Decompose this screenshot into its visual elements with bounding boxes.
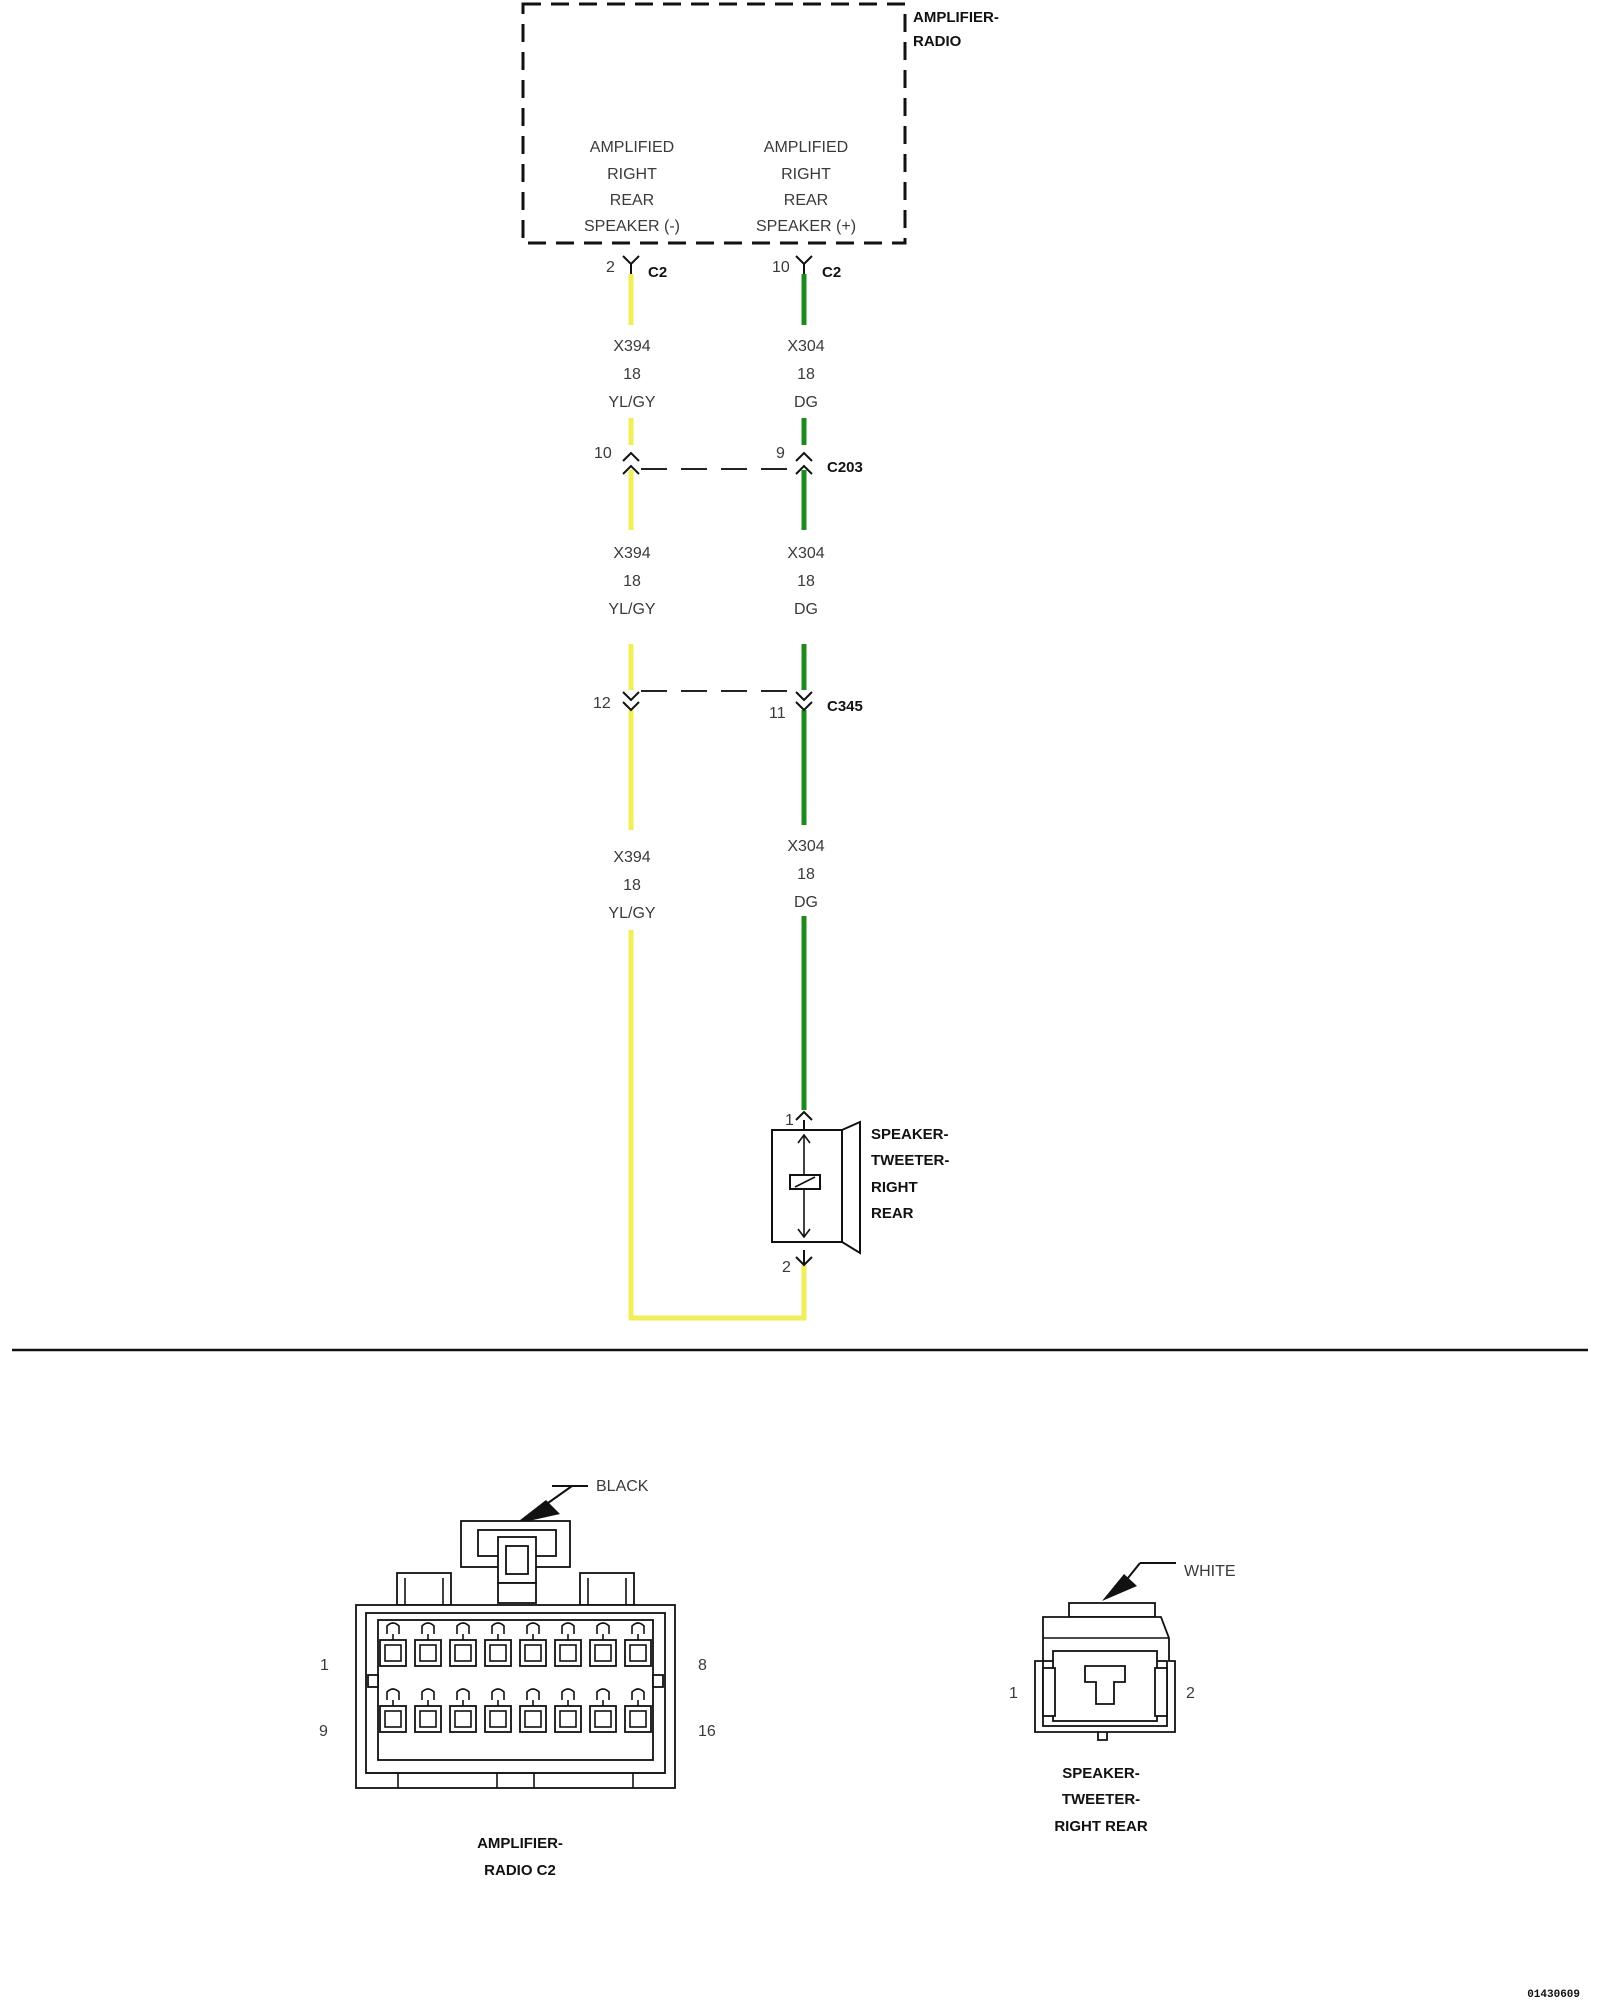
speaker-label-4: REAR: [871, 1205, 914, 1222]
c2-connector-pins: 2 C2 10 C2: [606, 255, 841, 281]
c345-pin-pos: 11: [769, 705, 786, 722]
speaker-label-3: RIGHT: [871, 1179, 918, 1196]
speaker-pin1: 1: [785, 1112, 794, 1129]
c2-cavity: [484, 1688, 512, 1733]
figure-id: 01430609: [1527, 1989, 1580, 2000]
c2-cavity: [449, 1688, 477, 1733]
wire-pos-color-1: DG: [794, 394, 818, 411]
speaker-tweeter-connector-view: WHITE 1 2 SPEAKER- TWEETER- RIGHT REAR: [1009, 1562, 1236, 1835]
c203-pin-neg: 10: [594, 445, 612, 462]
connector-amp-color: BLACK: [596, 1478, 649, 1495]
wire-neg: [628, 274, 807, 1321]
wire-pos-gauge-3: 18: [797, 866, 815, 883]
c2-label-pos: C2: [822, 264, 841, 281]
wire-labels-2: X394 18 YL/GY X304 18 DG: [608, 545, 824, 618]
c2-cavity: [589, 1622, 617, 1667]
connector-amp-pin16: 16: [698, 1723, 716, 1740]
wire-neg-gauge-1: 18: [623, 366, 641, 383]
c2-cavity: [554, 1622, 582, 1667]
c203-pin-pos: 9: [776, 445, 785, 462]
wire-pos-circuit-1: X304: [787, 338, 824, 355]
c203-label: C203: [827, 459, 863, 476]
connector-amp-label-1: AMPLIFIER-: [477, 1835, 563, 1852]
speaker-label-1: SPEAKER-: [871, 1126, 949, 1143]
amplifier-title-line1: AMPLIFIER-: [913, 9, 999, 26]
c2-cavity: [624, 1688, 652, 1733]
connector-spk-label-2: TWEETER-: [1062, 1791, 1140, 1808]
svg-text:RIGHT: RIGHT: [607, 166, 657, 183]
wire-pos-gauge-1: 18: [797, 366, 815, 383]
wire-neg-color-3: YL/GY: [608, 905, 655, 922]
connector-spk-label-3: RIGHT REAR: [1054, 1818, 1148, 1835]
svg-text:AMPLIFIED: AMPLIFIED: [590, 139, 674, 156]
amplifier-pin-neg-label: AMPLIFIED RIGHT REAR SPEAKER (-): [584, 139, 680, 235]
wire-neg-color-2: YL/GY: [608, 601, 655, 618]
c345-pin-neg: 12: [593, 695, 611, 712]
speaker-tweeter-component: 1 2 SPEAKER- TWEETER- RIGHT REAR: [771, 1110, 949, 1276]
wire-pos-gauge-2: 18: [797, 573, 815, 590]
c2-cavity: [414, 1688, 442, 1733]
speaker-label-2: TWEETER-: [871, 1152, 949, 1169]
svg-text:RIGHT: RIGHT: [781, 166, 831, 183]
connector-amp-label-2: RADIO C2: [484, 1862, 556, 1879]
c2-cavity: [379, 1622, 407, 1667]
connector-amp-pin9: 9: [319, 1723, 328, 1740]
c2-cavity: [484, 1622, 512, 1667]
c345-label: C345: [827, 698, 863, 715]
wire-neg-circuit-2: X394: [613, 545, 650, 562]
connector-spk-color: WHITE: [1184, 1563, 1236, 1580]
svg-text:REAR: REAR: [610, 192, 654, 209]
c203-connector: 10 9 C203: [594, 445, 863, 476]
c2-cavity: [554, 1688, 582, 1733]
wire-neg-seg5: [628, 930, 807, 1321]
amplifier-pin-pos-label: AMPLIFIED RIGHT REAR SPEAKER (+): [756, 139, 856, 235]
wire-labels-1: X394 18 YL/GY X304 18 DG: [608, 338, 824, 411]
connector-amp-pin8: 8: [698, 1657, 707, 1674]
c2-cavity: [449, 1622, 477, 1667]
svg-text:SPEAKER (+): SPEAKER (+): [756, 218, 856, 235]
c2-pin-pos: 10: [772, 259, 790, 276]
connector-spk-pin1: 1: [1009, 1685, 1018, 1702]
wire-neg-color-1: YL/GY: [608, 394, 655, 411]
wire-neg-gauge-3: 18: [623, 877, 641, 894]
speaker-pin2: 2: [782, 1259, 791, 1276]
wire-neg-circuit-1: X394: [613, 338, 650, 355]
amplifier-radio-component: AMPLIFIER- RADIO AMPLIFIED RIGHT REAR SP…: [521, 2, 999, 245]
c2-cavity: [624, 1622, 652, 1667]
wire-labels-3: X394 18 YL/GY X304 18 DG: [608, 838, 824, 922]
amplifier-title-line2: RADIO: [913, 33, 962, 50]
wire-neg-gauge-2: 18: [623, 573, 641, 590]
svg-text:REAR: REAR: [784, 192, 828, 209]
c2-cavity: [519, 1622, 547, 1667]
c2-cavities: [379, 1622, 652, 1733]
c2-pin-neg: 2: [606, 259, 615, 276]
c2-cavity: [589, 1688, 617, 1733]
connector-spk-pin2: 2: [1186, 1685, 1195, 1702]
wire-pos-circuit-3: X304: [787, 838, 824, 855]
connector-spk-label-1: SPEAKER-: [1062, 1765, 1140, 1782]
connector-amp-pin1: 1: [320, 1657, 329, 1674]
c345-connector: 12 11 C345: [593, 690, 863, 722]
c2-cavity: [414, 1622, 442, 1667]
wire-neg-circuit-3: X394: [613, 849, 650, 866]
amplifier-radio-c2-connector-view: BLACK 1 8 9 16 AMPLIFIER- RADIO C2: [319, 1478, 716, 1879]
c2-label-neg: C2: [648, 264, 667, 281]
c2-cavity: [379, 1688, 407, 1733]
svg-text:SPEAKER (-): SPEAKER (-): [584, 218, 680, 235]
wire-pos-circuit-2: X304: [787, 545, 824, 562]
svg-text:AMPLIFIED: AMPLIFIED: [764, 139, 848, 156]
c2-cavity: [519, 1688, 547, 1733]
wire-pos-color-2: DG: [794, 601, 818, 618]
wire-pos-color-3: DG: [794, 894, 818, 911]
